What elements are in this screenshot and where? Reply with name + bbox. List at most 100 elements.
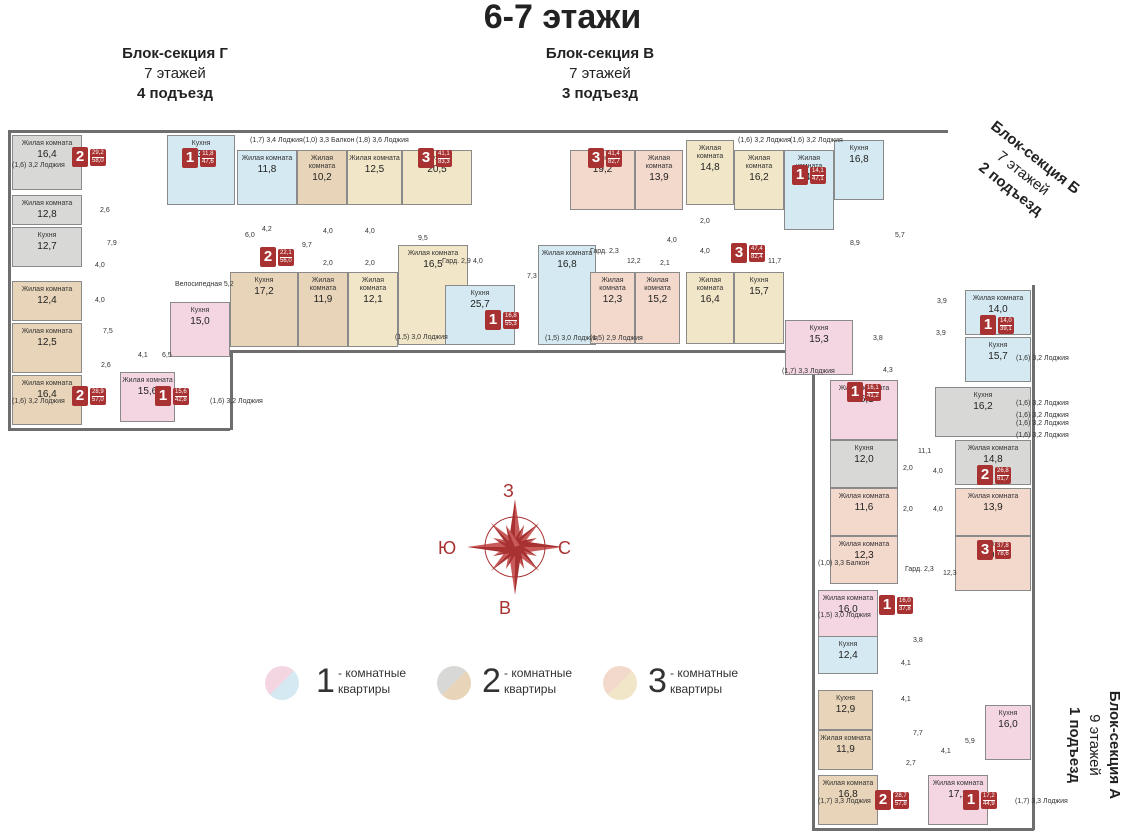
room-area: 20,5 bbox=[427, 164, 447, 175]
area-label: 4,0 bbox=[700, 248, 710, 255]
apartment-rooms-count: 3 bbox=[977, 540, 993, 560]
area-label: 3,9 bbox=[937, 298, 947, 305]
apartment-rooms-count: 1 bbox=[980, 315, 996, 335]
area-label: 4,1 bbox=[901, 696, 911, 703]
apartment-total-area: 47,1 bbox=[812, 174, 824, 182]
area-label: 2,6 bbox=[100, 207, 110, 214]
room-name: Жилая комната bbox=[21, 328, 73, 335]
apartment-living-area: 47,4 bbox=[751, 245, 763, 252]
compass-star-icon bbox=[467, 499, 563, 595]
compass-north-label: З bbox=[503, 481, 514, 501]
apartment-rooms-count: 1 bbox=[847, 382, 863, 402]
legend-3-number: 3 bbox=[648, 662, 667, 700]
room-area: 17,2 bbox=[254, 286, 274, 297]
apartment-living-area: 29,2 bbox=[92, 149, 104, 156]
room-area: 12,1 bbox=[363, 294, 383, 305]
area-label: (1,5) 3,0 Лоджия bbox=[545, 335, 598, 342]
area-label: 4,2 bbox=[262, 226, 272, 233]
room-name: Кухня bbox=[973, 392, 993, 399]
apartment-living-area: 14,1 bbox=[812, 167, 824, 174]
apartment-total-area: 61,7 bbox=[997, 474, 1009, 482]
apartment-rooms-count: 1 bbox=[792, 165, 808, 185]
apartment-total-area: 37,8 bbox=[899, 604, 911, 612]
room-name: Жилая комната bbox=[820, 735, 871, 742]
room-name: Кухня bbox=[37, 232, 57, 239]
room-name: Кухня bbox=[809, 325, 829, 332]
room-name: Жилая комната bbox=[241, 155, 293, 162]
apartment-living-area: 16,8 bbox=[505, 312, 517, 319]
outer-wall-east bbox=[1032, 285, 1035, 830]
area-label: (1,0) 3,3 Балкон bbox=[303, 137, 355, 144]
room-area: 13,9 bbox=[649, 172, 669, 183]
room-area: 15,7 bbox=[749, 286, 769, 297]
apartment-rooms-count: 1 bbox=[963, 790, 979, 810]
area-label: 12,2 bbox=[627, 258, 641, 265]
area-label: (1,6) 3,2 Лоджия bbox=[1016, 400, 1069, 407]
area-label: 4,0 bbox=[933, 506, 943, 513]
room-name: Жилая комната bbox=[696, 145, 724, 160]
apartment-living-area: 26,8 bbox=[997, 467, 1009, 474]
apartment-rooms-count: 2 bbox=[875, 790, 891, 810]
area-label: 4,0 bbox=[933, 468, 943, 475]
apartment-living-area: 11,8 bbox=[202, 150, 214, 157]
room-name: Жилая комната bbox=[599, 277, 626, 292]
room-name: Жилая комната bbox=[122, 377, 173, 384]
area-label: 11,1 bbox=[918, 448, 932, 455]
apartment-living-area: 22,1 bbox=[280, 249, 292, 256]
area-label: 2,0 bbox=[365, 260, 375, 267]
section-g-name: Блок-секция Г bbox=[122, 45, 228, 62]
area-label: 4,1 bbox=[941, 748, 951, 755]
area-label: 2,7 bbox=[906, 760, 916, 767]
room-name: Жилая комната bbox=[795, 155, 823, 170]
area-label: 3,9 bbox=[936, 330, 946, 337]
apartment-rooms-count: 2 bbox=[72, 147, 88, 167]
room-area: 16,1 bbox=[854, 394, 874, 405]
area-label: 6,0 bbox=[245, 232, 255, 239]
area-label: 4,3 bbox=[883, 367, 893, 374]
section-b-heading: Блок-секция Б 7 этажей 2 подъезд bbox=[945, 104, 1100, 244]
room-name: Жилая комната bbox=[349, 155, 400, 162]
area-label: (1,6) 3,2 Лоджия bbox=[1016, 420, 1069, 427]
area-label: (1,6) 3,2 Лоджия bbox=[1016, 355, 1069, 362]
area-label: (1,7) 3,3 Лоджия bbox=[782, 368, 835, 375]
apartment-living-area: 16,1 bbox=[867, 384, 879, 391]
area-label: 4,0 bbox=[473, 258, 483, 265]
room-name: Жилая комната bbox=[838, 541, 890, 548]
section-v-floors: 7 этажей bbox=[569, 65, 631, 82]
two-room-swatch-icon bbox=[437, 666, 471, 700]
area-label: Гард. 2,9 bbox=[442, 258, 471, 265]
room-area: 16,4 bbox=[37, 149, 57, 160]
room-name: Жилая комната bbox=[696, 277, 724, 292]
apartment-rooms-count: 2 bbox=[977, 465, 993, 485]
room-r40: Кухня19,2 bbox=[955, 536, 1031, 591]
apartment-total-area: 83,3 bbox=[438, 157, 450, 165]
compass-east-label: С bbox=[558, 538, 571, 558]
section-a-heading: Блок-секция А 9 этажей 1 подъезд bbox=[1064, 670, 1124, 820]
area-label: 7,9 bbox=[107, 240, 117, 247]
apartment-living-area: 16,0 bbox=[899, 597, 911, 604]
area-label: 8,9 bbox=[850, 240, 860, 247]
